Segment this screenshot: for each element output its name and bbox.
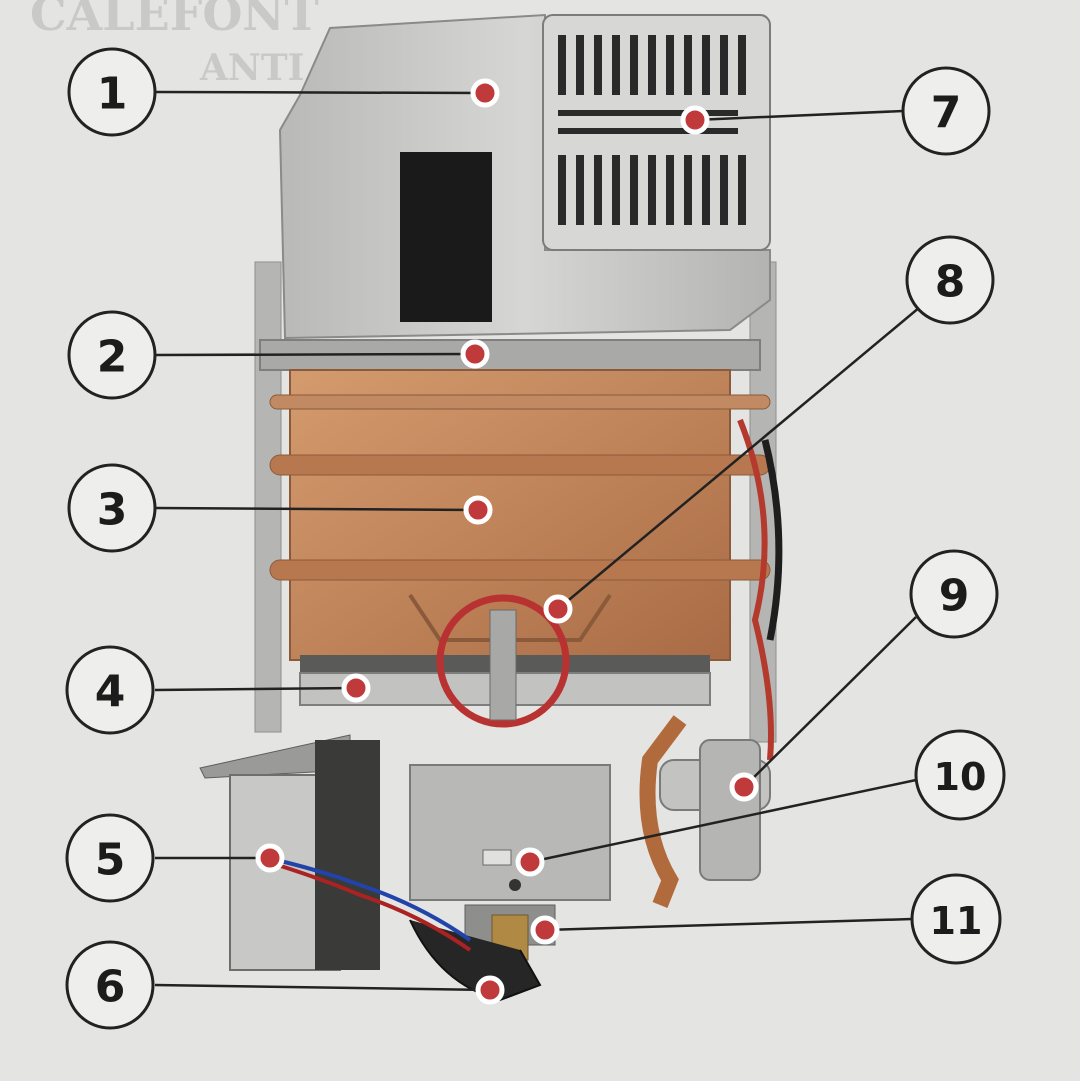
marker-10: [515, 847, 545, 877]
marker-11: [530, 915, 560, 945]
black-wire: [761, 439, 783, 641]
leader-line-3: [154, 506, 479, 512]
callout-10-label: 10: [934, 755, 987, 799]
leader-line-1: [154, 90, 486, 95]
leader-line-10: [529, 778, 917, 864]
marker-3: [463, 495, 493, 525]
point-markers: [255, 78, 759, 1005]
hood-opening: [400, 152, 492, 322]
callout-1: 1: [67, 47, 157, 137]
marker-6: [475, 975, 505, 1005]
callout-10: 10: [914, 729, 1006, 821]
leader-line-4: [154, 686, 357, 692]
leader-line-7: [694, 109, 904, 122]
callout-11-label: 11: [930, 899, 983, 943]
callout-4-label: 4: [95, 667, 126, 718]
leader-lines: [154, 90, 921, 992]
heat-exchanger: [269, 369, 771, 661]
callout-9-label: 9: [939, 571, 970, 622]
callout-11: 11: [910, 873, 1002, 965]
leader-line-2: [154, 352, 476, 357]
callouts: 1 2 3 4 5 6 7: [65, 47, 1006, 1030]
callout-6-label: 6: [95, 962, 126, 1013]
marker-7: [680, 105, 710, 135]
callout-7: 7: [901, 66, 991, 156]
marker-4: [341, 673, 371, 703]
fan-grille: [542, 14, 771, 251]
electrode-highlight-ring: [436, 594, 570, 728]
red-wire: [737, 418, 774, 761]
water-valve: [659, 739, 771, 881]
callout-8: 8: [905, 235, 995, 325]
callout-6: 6: [65, 940, 155, 1030]
leader-line-9: [743, 616, 917, 788]
electrode: [489, 609, 517, 721]
leader-line-8: [557, 306, 921, 610]
callout-badges: 1 2 3 4 5 6 7: [65, 47, 1006, 1030]
callout-8-label: 8: [935, 257, 966, 308]
callout-5: 5: [65, 813, 155, 903]
marker-5: [255, 843, 285, 873]
background-subtitle: ANTI: [199, 47, 304, 89]
callout-3-label: 3: [97, 485, 128, 536]
leader-line-11: [544, 917, 913, 932]
control-box: [409, 764, 611, 901]
callout-3: 3: [67, 463, 157, 553]
left-side-rail: [254, 261, 282, 733]
leader-line-6: [154, 983, 491, 992]
marker-1: [470, 78, 500, 108]
callout-2: 2: [67, 310, 157, 400]
background-book-text: CALEFONT ANTI: [30, 0, 319, 89]
callout-1-label: 1: [97, 69, 128, 120]
marker-9: [729, 772, 759, 802]
callout-5-label: 5: [95, 835, 126, 886]
callout-7-label: 7: [931, 88, 962, 139]
marker-8: [543, 594, 573, 624]
callout-4: 4: [65, 645, 155, 735]
background-title: CALEFONT: [30, 0, 319, 41]
marker-2: [460, 339, 490, 369]
callout-9: 9: [909, 549, 999, 639]
callout-2-label: 2: [97, 332, 128, 383]
battery-box: [199, 734, 472, 971]
copper-pipe: [639, 715, 687, 908]
